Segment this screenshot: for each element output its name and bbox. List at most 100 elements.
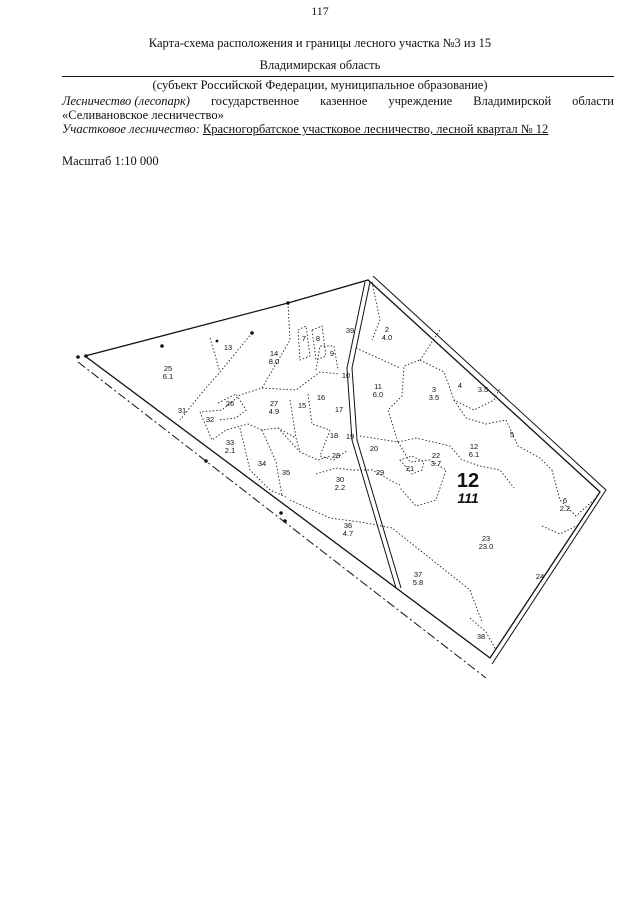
plot-number: 3 <box>432 385 436 394</box>
plot-boundary <box>315 467 403 487</box>
district-line: Участковое лесничество: Красногорбатское… <box>62 122 548 137</box>
plot-area: 6.0 <box>373 390 383 399</box>
forestry-word: Владимирской <box>473 94 552 108</box>
quarter-area: 111 <box>457 490 478 506</box>
plot-area: 2.1 <box>225 446 235 455</box>
plot-boundary <box>307 393 331 431</box>
dash-dot-boundary <box>77 361 487 679</box>
plot-area: 23.0 <box>479 542 494 551</box>
plot-number: 38 <box>477 632 485 641</box>
map-scale: Масштаб 1:10 000 <box>62 154 159 168</box>
plot-number: 18 <box>330 431 338 440</box>
forestry-word: учреждение <box>388 94 453 108</box>
plot-boundary <box>359 435 447 507</box>
plot-number: 39 <box>346 326 354 335</box>
boundary-marker <box>160 344 164 348</box>
plot-boundary <box>419 359 501 411</box>
plot-area: 4.9 <box>269 407 279 416</box>
plot-number: 19 <box>346 432 354 441</box>
plot-boundary <box>179 332 253 421</box>
subject-note: (субъект Российской Федерации, муниципал… <box>152 78 488 92</box>
plot-boundary <box>551 469 597 517</box>
forestry-name: «Селивановское лесничество» <box>62 108 224 122</box>
plot-number: 12 <box>470 442 478 451</box>
plot-area: 6.1 <box>469 450 479 459</box>
plot-boundary <box>217 393 247 421</box>
forestry-word: государственное <box>210 94 300 108</box>
plot-boundary <box>261 371 341 391</box>
forestry-word: казенное <box>320 94 368 108</box>
plot-boundary <box>277 427 331 461</box>
plot-number: 31 <box>178 406 186 415</box>
plot-area: 4.7 <box>343 529 353 538</box>
plot-area: 2.2 <box>560 504 570 513</box>
plot-boundary <box>355 347 401 369</box>
plot-number: 22 <box>432 451 440 460</box>
plot-boundary <box>399 455 425 475</box>
plot-area: 6.1 <box>163 372 173 381</box>
plot-number: 4 <box>458 381 462 390</box>
plot-boundary <box>397 437 515 489</box>
plot-number: 9 <box>330 349 334 358</box>
plot-number: 29 <box>376 468 384 477</box>
plot-boundary <box>311 325 327 361</box>
plot-number: 35 <box>282 468 290 477</box>
forestry-word: области <box>572 94 614 108</box>
plot-boundary <box>261 429 283 497</box>
plot-area: 2.2 <box>335 483 345 492</box>
page-number: 117 <box>311 4 329 18</box>
boundary-marker <box>283 519 287 523</box>
plot-number: 2 <box>385 325 389 334</box>
plot-number: 30 <box>336 475 344 484</box>
plot-area: 3.7 <box>431 459 441 468</box>
plot-number: 14 <box>270 349 278 358</box>
plot-area: 3.5 <box>478 385 488 394</box>
plot-number: 6 <box>563 496 567 505</box>
plot-boundary <box>541 523 581 535</box>
plot-boundary <box>315 345 339 371</box>
plot-boundary <box>289 499 483 623</box>
plot-number: 15 <box>298 401 306 410</box>
plot-number: 10 <box>342 371 350 380</box>
plot-number: 28 <box>332 451 340 460</box>
plot-number: 33 <box>226 438 234 447</box>
plot-number: 23 <box>482 534 490 543</box>
road-line <box>351 281 402 589</box>
plot-boundary <box>419 329 441 361</box>
plot-area: 8.0 <box>269 357 279 366</box>
boundary-double-line <box>372 275 607 665</box>
outer-boundary <box>83 279 601 659</box>
plot-number: 7 <box>302 334 306 343</box>
plot-boundary <box>371 281 381 341</box>
boundary-marker <box>204 459 208 463</box>
plot-boundary <box>297 325 311 361</box>
plot-area: 3.5 <box>429 393 439 402</box>
plot-number: 26 <box>226 399 234 408</box>
plot-number: 21 <box>406 464 414 473</box>
plot-number: 13 <box>224 343 232 352</box>
plot-number: 27 <box>270 399 278 408</box>
plot-boundary <box>453 399 553 471</box>
plot-number: 32 <box>206 415 214 424</box>
road-line <box>346 281 397 589</box>
plot-number: 5 <box>510 430 514 439</box>
header-rule <box>62 76 614 77</box>
plot-boundary <box>209 337 221 373</box>
quarter-number: 12 <box>457 470 479 492</box>
plot-boundary <box>387 359 421 443</box>
boundary-marker <box>84 354 88 358</box>
forestry-label: Лесничество (лесопарк) <box>62 94 190 108</box>
boundary-marker <box>279 511 283 515</box>
plot-number: 17 <box>335 405 343 414</box>
plot-number: 24 <box>536 572 544 581</box>
plot-number: 11 <box>374 382 382 391</box>
plot-area: 5.8 <box>413 578 423 587</box>
boundary-marker <box>76 355 80 359</box>
plot-boundary <box>239 427 289 499</box>
forestry-line: Лесничество (лесопарк) государственное к… <box>62 94 614 109</box>
plot-boundary <box>319 429 349 461</box>
plot-area: 4.0 <box>382 333 392 342</box>
region-name: Владимирская область <box>259 58 381 72</box>
